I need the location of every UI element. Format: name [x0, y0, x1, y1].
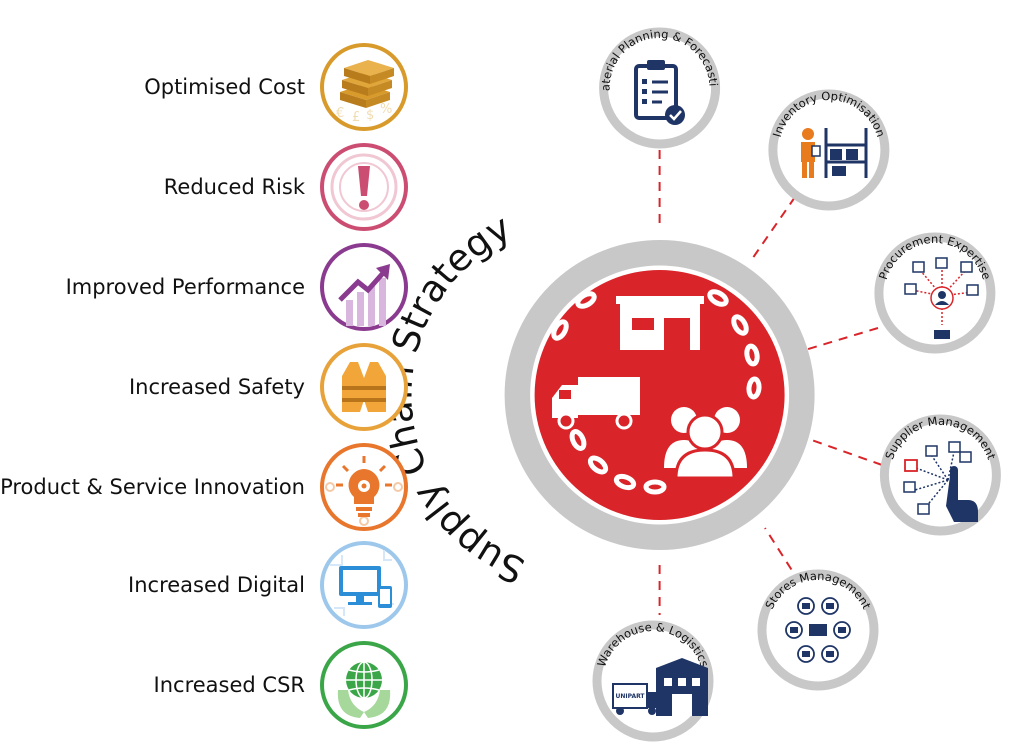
benefit-optimised-cost: Optimised Cost € £ $%	[144, 43, 408, 131]
service-stores-management: Stores Management	[757, 569, 879, 691]
worker-shelves-icon	[801, 128, 868, 178]
svg-text:£: £	[352, 110, 360, 125]
benefit-reduced-risk: Reduced Risk	[164, 143, 408, 231]
service-procurement-expertise: Procurement Expertise	[874, 232, 996, 354]
svg-text:$: $	[366, 108, 374, 123]
lightbulb-gear-icon	[325, 456, 403, 526]
benefit-increased-csr: Increased CSR	[154, 641, 408, 729]
service-inventory-optimisation: Inventory Optimisation	[768, 89, 890, 211]
truck-brand: UNIPART	[615, 693, 645, 700]
svg-text:€: €	[336, 106, 344, 121]
connector-lines	[658, 150, 883, 615]
warehouse-truck-icon: UNIPART	[612, 658, 708, 716]
procurement-network-icon	[904, 257, 979, 339]
benefit-label: Increased Safety	[129, 375, 305, 399]
service-warehouse-logistics: Warehouse & Logistics UNIPART	[592, 620, 714, 742]
benefit-label: Product & Service Innovation	[0, 475, 305, 499]
benefit-increased-safety: Increased Safety	[129, 343, 408, 431]
benefit-label: Improved Performance	[66, 275, 305, 299]
benefit-label: Optimised Cost	[144, 75, 305, 99]
devices-icon	[330, 550, 394, 616]
benefit-label: Reduced Risk	[164, 175, 306, 199]
supplier-select-icon	[903, 441, 978, 522]
stores-network-icon	[785, 597, 851, 663]
strategy-hub: Supply Chain Strategy	[377, 206, 815, 592]
supply-chain-icon	[551, 289, 762, 495]
exclamation-icon	[330, 153, 398, 221]
benefit-increased-digital: Increased Digital	[128, 541, 408, 629]
clipboard-check-icon	[634, 60, 685, 125]
benefit-improved-performance: Improved Performance	[66, 243, 408, 331]
safety-vest-icon	[342, 362, 386, 412]
globe-hands-icon	[337, 661, 391, 718]
benefit-product-service-innovation: Product & Service Innovation	[0, 443, 408, 531]
benefit-label: Increased CSR	[154, 673, 305, 697]
growth-chart-icon	[338, 264, 390, 326]
service-supplier-management: Supplier Management	[879, 414, 1001, 536]
benefit-label: Increased Digital	[128, 573, 305, 597]
money-stack-icon: € £ $%	[336, 60, 394, 125]
svg-text:%: %	[380, 102, 392, 117]
